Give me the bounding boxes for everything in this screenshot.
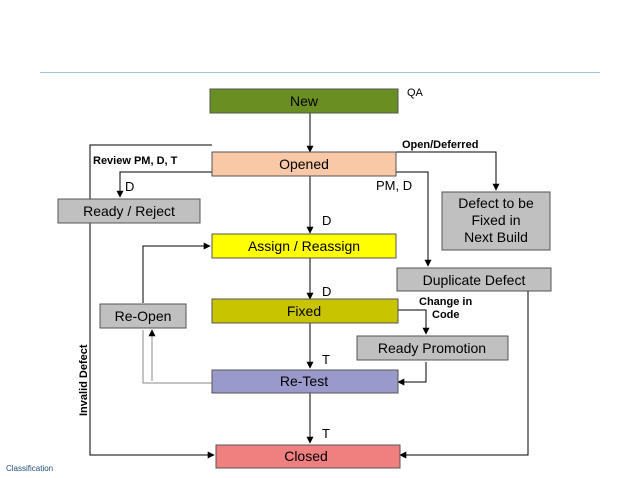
node-defect-next-build-line3: Next Build (464, 229, 528, 245)
line-retest-reopen (142, 330, 212, 384)
label-change-in-2: Code (432, 309, 460, 321)
label-t-closed: T (322, 426, 330, 441)
node-ready-promotion-box (356, 335, 509, 361)
node-fixed-box (211, 298, 399, 324)
label-t-retest: T (322, 352, 330, 367)
classification-label: Classification (6, 464, 54, 473)
label-d-fixed: D (322, 284, 331, 299)
node-assign-box (211, 233, 397, 259)
arrow-opened-duplicate (396, 171, 432, 267)
node-duplicate-label: Duplicate Defect (423, 272, 526, 288)
node-ready-reject-box (57, 198, 201, 224)
arrow-promotion-retest (397, 362, 427, 386)
node-assign-label: Assign / Reassign (248, 238, 360, 254)
node-closed-label: Closed (284, 448, 328, 464)
arrow-reopen-assign (142, 242, 211, 303)
header-divider (40, 72, 600, 73)
label-pm-d: PM, D (376, 178, 412, 193)
node-new-label: New (290, 93, 319, 109)
node-reopen-box (99, 303, 187, 329)
node-duplicate-box (396, 267, 552, 292)
arrow-opened-deferred (396, 151, 500, 191)
node-retest-box (211, 369, 399, 394)
node-defect-next-build-line2: Fixed in (471, 212, 520, 228)
label-d-assign: D (322, 213, 331, 228)
node-opened-label: Opened (279, 156, 329, 172)
node-defect-next-build-box (441, 191, 551, 251)
arrow-duplicate-closed (399, 291, 529, 459)
arrow-opened-reject (116, 171, 212, 198)
node-reopen-label: Re-Open (115, 308, 172, 324)
arrow-invalid-closed (89, 144, 215, 459)
connectors (89, 113, 529, 459)
gray-connectors (142, 171, 432, 384)
node-opened-box (211, 151, 397, 177)
node-defect-next-build-line1: Defect to be (458, 195, 534, 211)
label-open-deferred: Open/Deferred (402, 139, 478, 151)
node-fixed-label: Fixed (287, 303, 321, 319)
node-new-box (209, 88, 399, 114)
label-invalid-defect: Invalid Defect (78, 344, 90, 416)
label-qa: QA (407, 87, 424, 99)
label-change-in-1: Change in (419, 296, 472, 308)
node-closed-box (215, 444, 401, 469)
node-ready-promotion-label: Ready Promotion (378, 340, 486, 356)
node-retest-label: Re-Test (280, 373, 328, 389)
label-d-reject: D (125, 179, 134, 194)
node-ready-reject-label: Ready / Reject (83, 203, 175, 219)
arrow-fixed-promotion (398, 309, 430, 335)
label-review: Review PM, D, T (93, 155, 178, 167)
